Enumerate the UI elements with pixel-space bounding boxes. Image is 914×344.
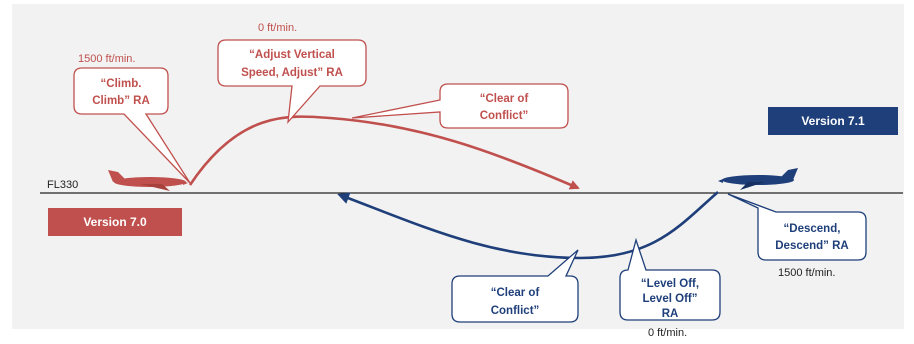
svg-text:Conflict”: Conflict”	[491, 305, 540, 317]
svg-text:“Clear of: “Clear of	[491, 287, 540, 299]
red-airplane-icon	[108, 170, 188, 191]
svg-text:Level Off”: Level Off”	[643, 293, 698, 305]
svg-text:Conflict”: Conflict”	[480, 110, 529, 122]
red-rate-start: 1500 ft/min.	[78, 53, 135, 65]
svg-text:RA: RA	[662, 308, 679, 320]
blue-rate-start: 1500 ft/min.	[778, 267, 835, 279]
svg-text:Speed, Adjust” RA: Speed, Adjust” RA	[241, 67, 343, 79]
callout-red-clear-of-conflict: “Clear of Conflict”	[351, 83, 569, 129]
callout-descend: “Descend, Descend” RA	[727, 193, 867, 261]
red-trajectory	[188, 115, 580, 190]
callout-blue-clear-of-conflict: “Clear of Conflict”	[451, 249, 579, 323]
blue-airplane-icon	[718, 168, 798, 190]
version-old-label: Version 7.0	[83, 215, 147, 229]
svg-text:Descend” RA: Descend” RA	[775, 240, 849, 252]
diagram-background	[12, 4, 904, 329]
callout-climb: “Climb. Climb” RA	[73, 67, 191, 184]
version-new-badge	[768, 107, 898, 135]
blue-rate-bottom: 0 ft/min.	[648, 327, 687, 339]
svg-text:“Level Off,: “Level Off,	[641, 278, 699, 290]
version-old-badge	[48, 208, 182, 236]
svg-text:“Descend,: “Descend,	[784, 223, 841, 235]
version-new-label: Version 7.1	[801, 114, 865, 128]
callout-adjust-vertical-speed: “Adjust Vertical Speed, Adjust” RA	[217, 39, 367, 124]
svg-text:“Clear of: “Clear of	[480, 93, 529, 105]
svg-text:“Climb.: “Climb.	[101, 78, 142, 90]
svg-text:Climb” RA: Climb” RA	[92, 95, 150, 107]
svg-text:“Adjust Vertical: “Adjust Vertical	[249, 49, 335, 61]
red-rate-top: 0 ft/min.	[258, 22, 297, 34]
flight-level-label: FL330	[47, 179, 78, 191]
callout-level-off: “Level Off, Level Off” RA	[619, 237, 721, 321]
